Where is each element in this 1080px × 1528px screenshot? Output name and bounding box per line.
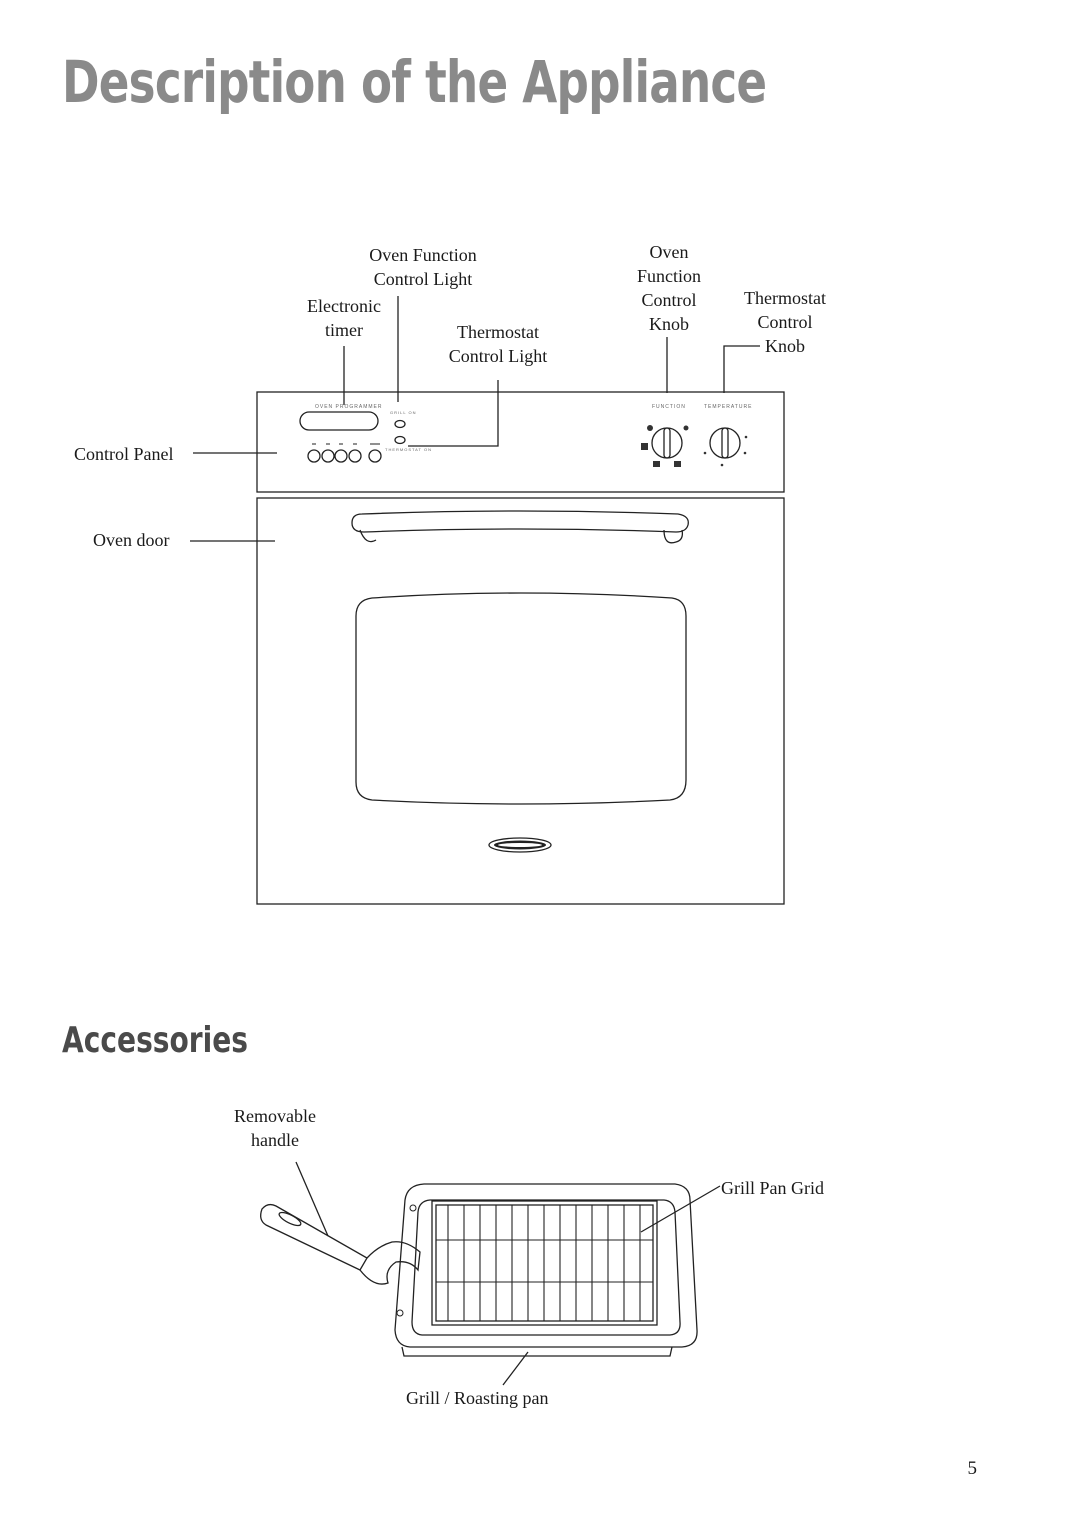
grill-on-light	[394, 419, 406, 429]
function-marking: FUNCTION	[652, 404, 686, 410]
control-panel	[256, 391, 785, 493]
thermostat-on-light	[394, 435, 406, 445]
thermostat-control-knob-label: Thermostat Control Knob	[744, 288, 826, 356]
thermostat-knob	[709, 427, 741, 459]
brand-badge-icon	[488, 837, 552, 853]
function-knob-symbols	[641, 425, 748, 467]
timer-buttons	[307, 449, 382, 463]
page-title: Description of the Appliance	[62, 48, 767, 116]
page-number: 5	[967, 1458, 978, 1479]
oven-door	[256, 497, 785, 905]
door-handle	[351, 510, 689, 533]
temperature-marking: TEMPERATURE	[704, 404, 752, 410]
roasting-pan	[394, 1183, 698, 1348]
oven-function-control-knob-label: Oven Function Control Knob	[636, 242, 701, 334]
accessories-heading: Accessories	[62, 1020, 249, 1061]
oven-function-control-light-label: Oven Function Control Light	[369, 245, 477, 289]
oven-programmer-marking: OVEN PROGRAMMER	[315, 404, 383, 410]
thermostat-control-light-label: Thermostat Control Light	[448, 322, 548, 366]
electronic-timer-label: Electronic timer	[307, 296, 381, 340]
grid-bars	[436, 1205, 653, 1321]
timer-display	[299, 411, 379, 431]
oven-door-label: Oven door	[93, 530, 170, 550]
removable-handle	[260, 1203, 421, 1285]
grill-pan-grid	[431, 1200, 658, 1326]
thermostat-on-marking: THERMOSTAT ON	[385, 447, 432, 452]
grill-roasting-pan-label: Grill / Roasting pan	[406, 1388, 549, 1408]
grill-on-marking: GRILL ON	[390, 410, 417, 415]
grill-pan-grid-label: Grill Pan Grid	[721, 1178, 824, 1198]
door-window	[355, 592, 687, 805]
control-panel-label: Control Panel	[74, 444, 174, 464]
removable-handle-label: Removable handle	[234, 1106, 316, 1150]
function-knob	[651, 427, 683, 459]
